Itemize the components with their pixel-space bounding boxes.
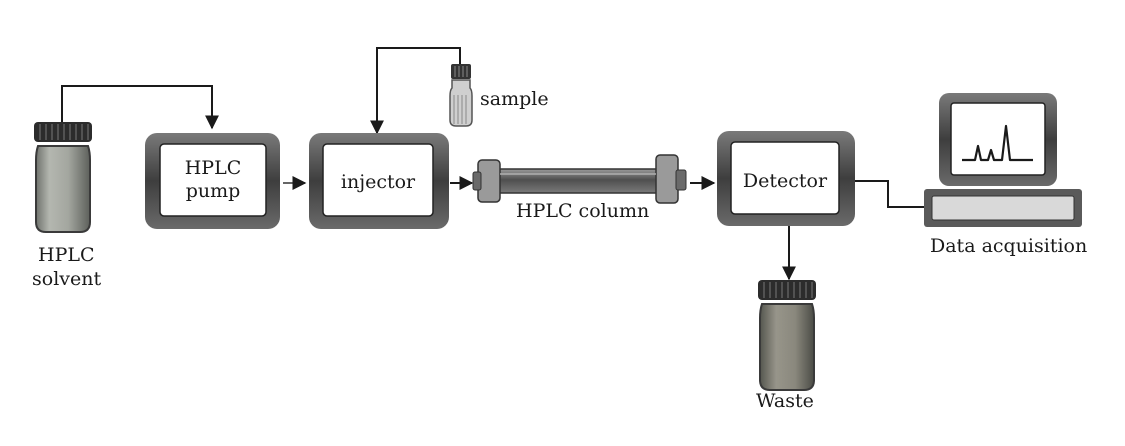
- pump-box: [145, 133, 280, 229]
- flow-lines: [61, 47, 924, 281]
- column-label: HPLC column: [516, 200, 650, 222]
- data-acquisition-label: Data acquisition: [930, 235, 1088, 257]
- pump-label-line2: pump: [185, 180, 241, 202]
- solvent-label-line2: solvent: [32, 268, 102, 290]
- detector-to-computer-line: [855, 180, 924, 208]
- column-icon: [472, 154, 687, 204]
- computer-monitor-icon: [924, 93, 1082, 227]
- sample-to-injector-line: [370, 47, 461, 135]
- chromatogram-trace: [962, 124, 1033, 162]
- injector-label: injector: [340, 171, 416, 193]
- detector-box: [717, 131, 855, 226]
- waste-label: Waste: [756, 390, 814, 412]
- waste-bottle-icon: [758, 280, 816, 391]
- detector-label: Detector: [742, 170, 828, 192]
- solvent-label-line1: HPLC: [38, 244, 95, 266]
- solvent-bottle-icon: [34, 122, 92, 233]
- pump-label: HPLC pump: [160, 157, 266, 203]
- sample-vial-icon: [449, 64, 473, 127]
- pump-label-line1: HPLC: [184, 157, 242, 179]
- solvent-to-pump-line: [61, 85, 219, 130]
- injector-box: [309, 133, 449, 229]
- sample-label: sample: [480, 88, 549, 110]
